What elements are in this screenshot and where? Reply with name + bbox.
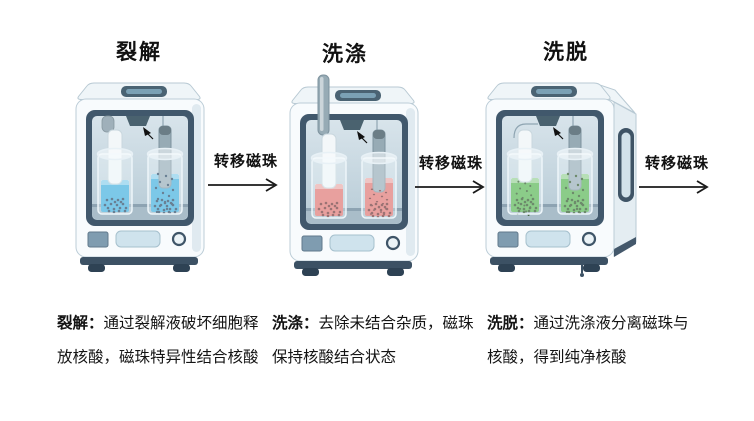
stage-title-elution: 洗脱 <box>543 40 589 64</box>
transfer-step-2: 转移磁珠 <box>415 152 487 196</box>
right-arrow-icon <box>639 180 709 194</box>
right-arrow-icon <box>208 178 278 192</box>
right-arrow-icon <box>415 180 485 194</box>
transfer-label-1: 转移磁珠 <box>213 154 278 170</box>
elution-description: 洗脱：通过洗涤液分离磁珠与核酸，得到纯净核酸 <box>487 307 689 375</box>
lysis-description: 裂解：通过裂解液破坏细胞释放核酸，磁珠特异性结合核酸 <box>57 307 267 375</box>
washing-description-text: 去除未结合杂质，磁珠保持核酸结合状态 <box>272 315 474 366</box>
elution-description-label: 洗脱： <box>487 315 534 332</box>
transfer-step-1: 转移磁珠 <box>207 150 285 194</box>
washing-description-label: 洗涤： <box>272 315 319 332</box>
transfer-label-3: 转移磁珠 <box>644 156 709 172</box>
elution-machine-illustration <box>478 66 648 285</box>
lysis-machine-illustration <box>64 66 214 283</box>
washing-description: 洗涤：去除未结合杂质，磁珠保持核酸结合状态 <box>272 307 474 375</box>
lysis-description-text: 通过裂解液破坏细胞释放核酸，磁珠特异性结合核酸 <box>57 315 259 366</box>
transfer-step-3: 转移磁珠 <box>637 152 717 196</box>
transfer-label-2: 转移磁珠 <box>418 156 483 172</box>
washing-machine-illustration <box>278 70 428 287</box>
lysis-description-label: 裂解： <box>57 315 104 332</box>
stage-title-washing: 洗涤 <box>322 42 368 66</box>
stage-title-lysis: 裂解 <box>116 40 162 64</box>
elution-description-text: 通过洗涤液分离磁珠与核酸，得到纯净核酸 <box>487 315 689 366</box>
